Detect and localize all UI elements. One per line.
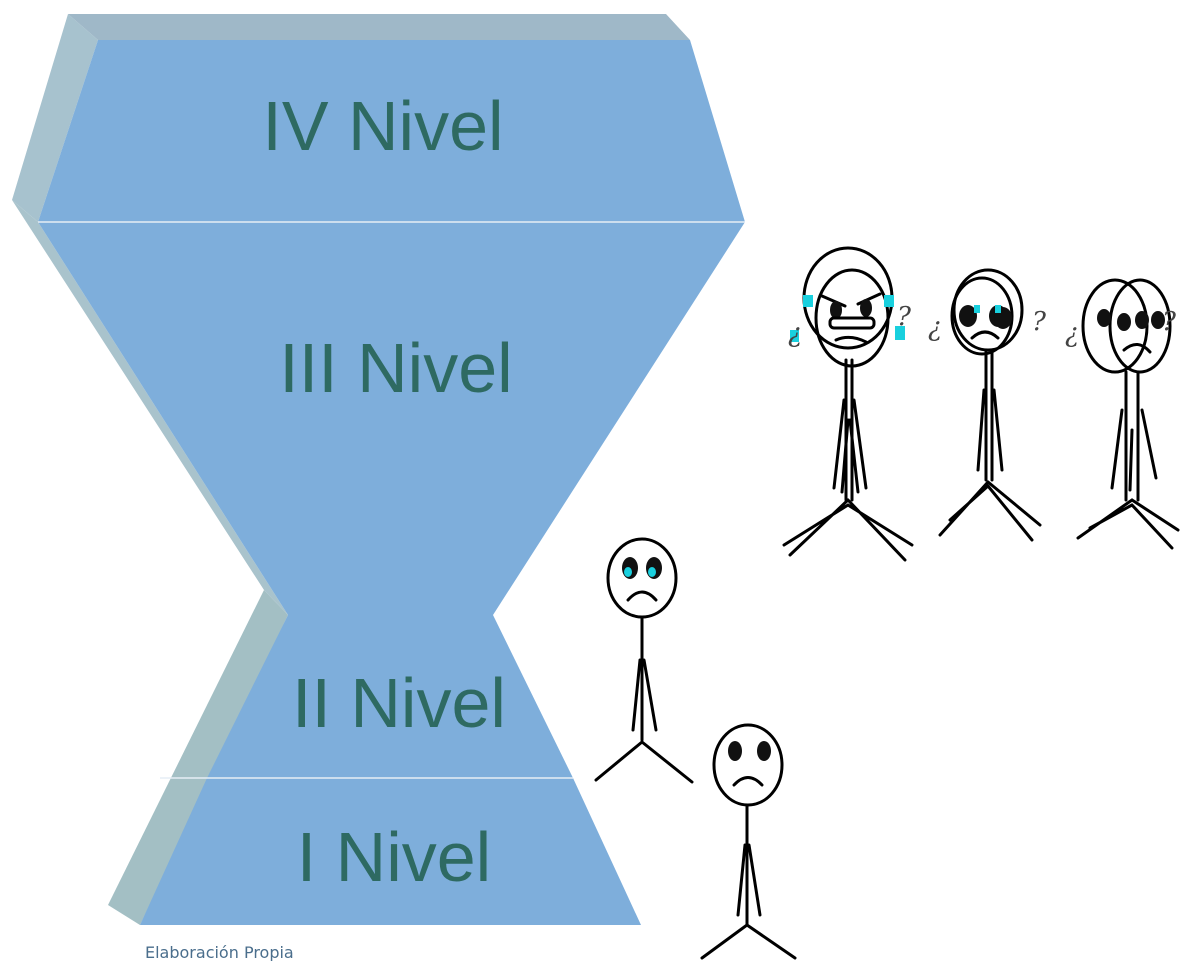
question-mark-close-3: ? xyxy=(1162,307,1177,337)
question-mark-open-2: ¿ xyxy=(928,313,942,343)
level-label-i: I Nivel xyxy=(297,818,491,896)
funnel-top-face xyxy=(68,14,690,40)
stick-figure-sad-upper xyxy=(594,537,694,784)
stick-figure-confused: ¿ ? xyxy=(1065,278,1180,550)
funnel-side-middle xyxy=(12,200,288,615)
question-mark-close-2: ? xyxy=(1032,307,1047,337)
funnel-side-upper xyxy=(12,14,98,222)
funnel-level-4 xyxy=(38,40,745,222)
stick-figure-sad-tearful: ¿ ? xyxy=(928,268,1047,542)
question-mark-open-3: ¿ xyxy=(1065,319,1079,349)
stick-figure-sad-lower xyxy=(700,723,797,960)
funnel-level-1 xyxy=(140,778,641,925)
question-mark-close: ? xyxy=(897,302,912,332)
caption: Elaboración Propia xyxy=(145,943,294,961)
funnel-level-3 xyxy=(38,222,745,615)
level-label-iv: IV Nivel xyxy=(262,87,503,165)
funnel-level-2 xyxy=(207,615,573,778)
stick-figure-angry: ¿ ? xyxy=(782,246,914,562)
level-label-iii: III Nivel xyxy=(279,329,512,407)
funnel-side-lower xyxy=(108,590,288,925)
question-mark-open: ¿ xyxy=(788,319,802,349)
level-label-ii: II Nivel xyxy=(292,664,506,742)
